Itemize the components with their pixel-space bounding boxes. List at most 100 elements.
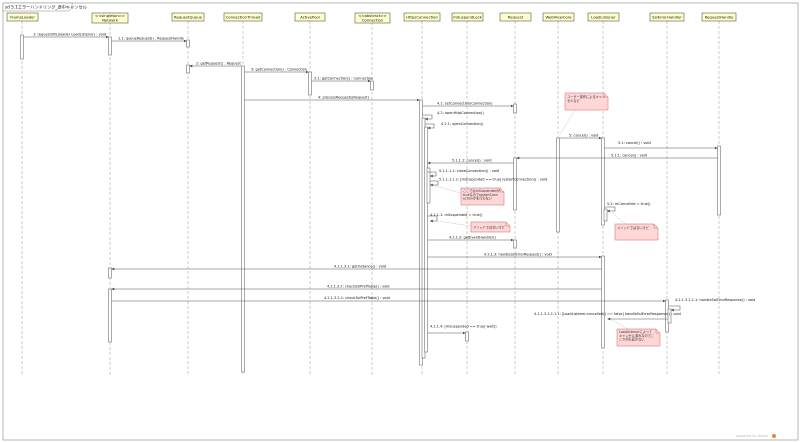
- note-line: ユーザー操作によるキャン: [567, 94, 605, 99]
- activation-network-3: [108, 288, 112, 343]
- participant-activepool: ActivePool: [294, 12, 326, 22]
- connection-name: Connection: [362, 17, 384, 22]
- participant-connectionthread: ConnectionThread: [223, 12, 263, 22]
- message-label: 3: getConnection() : Connection: [251, 68, 307, 72]
- note-line: ここではmSuspendedが: [463, 188, 501, 193]
- note-line: キャンセル済みなのでこ: [619, 333, 654, 338]
- participant-request: Request: [499, 12, 532, 22]
- message-labels: 1: requestURL(loader LoadListener) : voi…: [33, 33, 755, 329]
- lifelines: [21, 21, 720, 375]
- message-label: 5.2: mCancelled = true(): [607, 202, 651, 206]
- message-label: 4.2.1.1: mSuspended = true(): [430, 213, 483, 217]
- svg-text:ActivePool: ActivePool: [300, 14, 320, 19]
- svg-text:<<singleton>>: <<singleton>>: [95, 13, 125, 18]
- svg-text:FrameLoader: FrameLoader: [10, 14, 35, 19]
- note-text: メソッドではないけど: [473, 225, 506, 230]
- message-label: 5.1.1.1: cancel() : void: [452, 159, 491, 163]
- astah-logo-icon: [772, 434, 776, 438]
- note-user-cancel: ユーザー操作によるキャンセルなど: [558, 92, 609, 137]
- note-text: ユーザー操作によるキャンセルなど: [567, 94, 605, 103]
- message-label: 5.1.1: cancel() : void: [611, 154, 647, 158]
- activation-connection: [370, 80, 374, 91]
- svg-text:WebViewCore: WebViewCore: [545, 14, 572, 19]
- frame-title-tab: [2, 2, 73, 12]
- svg-text:RequestHandle: RequestHandle: [705, 14, 734, 19]
- message-label: 4: processRequests(Request): [318, 96, 370, 100]
- activation-msuspendlock: [465, 331, 469, 342]
- message-label: 5.1.1.1.1.1: [mSuspended == true] restar…: [439, 178, 547, 182]
- activation-network-1: [108, 36, 112, 56]
- svg-text:mSuspendLock: mSuspendLock: [453, 14, 483, 19]
- participant-msuspendlock: mSuspendLock: [451, 12, 484, 22]
- participant-network: <<singleton>> Network: [91, 12, 129, 24]
- activation-httpsconnection-4: [426, 167, 431, 204]
- message-label: 4.2.1.2: getEventHandler(): [449, 236, 496, 240]
- message-label: 4.2.1.3: handleSslErrorRequest() : void: [484, 253, 552, 257]
- svg-text:HttpsConnection: HttpsConnection: [406, 14, 438, 19]
- message-self-arrow: [425, 123, 435, 130]
- message-label: 4.2.1.3.2.1.1: handleSslErrorResponse() …: [675, 298, 755, 302]
- participant-frameloader: FrameLoader: [6, 12, 39, 22]
- message-label: 4.2: openHttpConnection(): [437, 111, 484, 115]
- message-label: 5.1.1.1.1: closeConnection() : void: [439, 169, 499, 173]
- participant-requesthandle: RequestHandle: [701, 12, 737, 22]
- note-line: こで何も起きない: [619, 337, 645, 342]
- activation-loadlistener-2: [603, 208, 608, 222]
- svg-text:Request: Request: [508, 14, 524, 19]
- note-not-method-2: メソッドではないけど: [611, 211, 659, 241]
- message-label: 4.2.1.3.2: checkSslPrefTable() : void: [327, 285, 390, 289]
- activation-sslerrorhandler-2: [667, 308, 672, 324]
- activation-webviewcore: [556, 137, 560, 233]
- activation-request-3: [513, 239, 517, 249]
- message-label: 4.2.1.3.2.1: checkSslPrefTable() : void: [324, 296, 390, 300]
- participant-httpsconnection: HttpsConnection: [403, 12, 441, 22]
- activation-request-2: [513, 157, 517, 211]
- message-label: 5: cancel() : void: [569, 134, 598, 138]
- note-line: ectionがを行わない: [463, 196, 492, 201]
- note-line: trueなのでrestartConn: [463, 192, 498, 197]
- note-text: メソッドではないけど: [617, 225, 650, 230]
- participant-connection: <<abstract>> Connection: [354, 12, 391, 24]
- activation-activepool: [308, 71, 312, 96]
- connection-stereotype: <<abstract>>: [358, 13, 386, 18]
- message-label: 3.1: getConnection() : Connection: [314, 77, 373, 81]
- message-self-arrow: [427, 171, 437, 178]
- message-label: 2: getRequest() : Request: [196, 62, 241, 66]
- participant-requestqueue: RequestQueue: [171, 12, 205, 22]
- activation-connectionthread: [241, 65, 245, 373]
- note-line: LoadListenerによって: [619, 329, 652, 334]
- message-label: 1.1: queueRequest() : RequestHandle: [118, 37, 184, 41]
- message-self-arrow: [604, 206, 616, 213]
- note-not-method-1: メソッドではないけど: [436, 220, 511, 233]
- message-self-arrow: [427, 215, 438, 223]
- activation-httpsconnection-3: [424, 126, 428, 353]
- watermark: powered by Astah: [736, 434, 768, 438]
- message-label: 4.2.1.4: [mSuspended == true] wait(): [430, 325, 497, 329]
- svg-text:RequestQueue: RequestQueue: [174, 14, 203, 19]
- message-self-arrow: [430, 180, 439, 187]
- message-label: 1: requestURL(loader LoadListener) : voi…: [33, 33, 106, 37]
- activation-requestqueue-1: [186, 39, 190, 48]
- activation-loadlistener-1: [601, 137, 605, 226]
- svg-text:ConnectionThread: ConnectionThread: [226, 14, 261, 19]
- message-self-arrow: [668, 305, 681, 312]
- message-label: 4.2.1.3.2.1.1.1: [LoadListener.cancelled…: [534, 312, 681, 316]
- svg-text:LoadListener: LoadListener: [591, 14, 616, 19]
- message-label: 4.2.1.3.1: getInstance() : void: [334, 265, 386, 269]
- network-name: Network: [102, 17, 119, 22]
- network-stereotype: <<singleton>>: [95, 13, 125, 18]
- activation-frameloader: [20, 34, 24, 60]
- activation-network-2: [108, 267, 112, 279]
- message-label: 5.1: cancel() : void: [618, 141, 651, 145]
- note-already-cancelled: LoadListenerによってキャンセル済みなのでここで何も起きない: [611, 319, 661, 347]
- participant-loadlistener: LoadListener: [587, 12, 620, 22]
- message-label: 4.2.1: openConnection(): [441, 122, 484, 126]
- participant-webviewcore: WebViewCore: [542, 12, 575, 22]
- frame-title: sd 5.1エラーハンドリング_途中キャンセル: [5, 4, 87, 11]
- message-self-arrow: [422, 114, 433, 121]
- activation-request-1: [513, 103, 517, 114]
